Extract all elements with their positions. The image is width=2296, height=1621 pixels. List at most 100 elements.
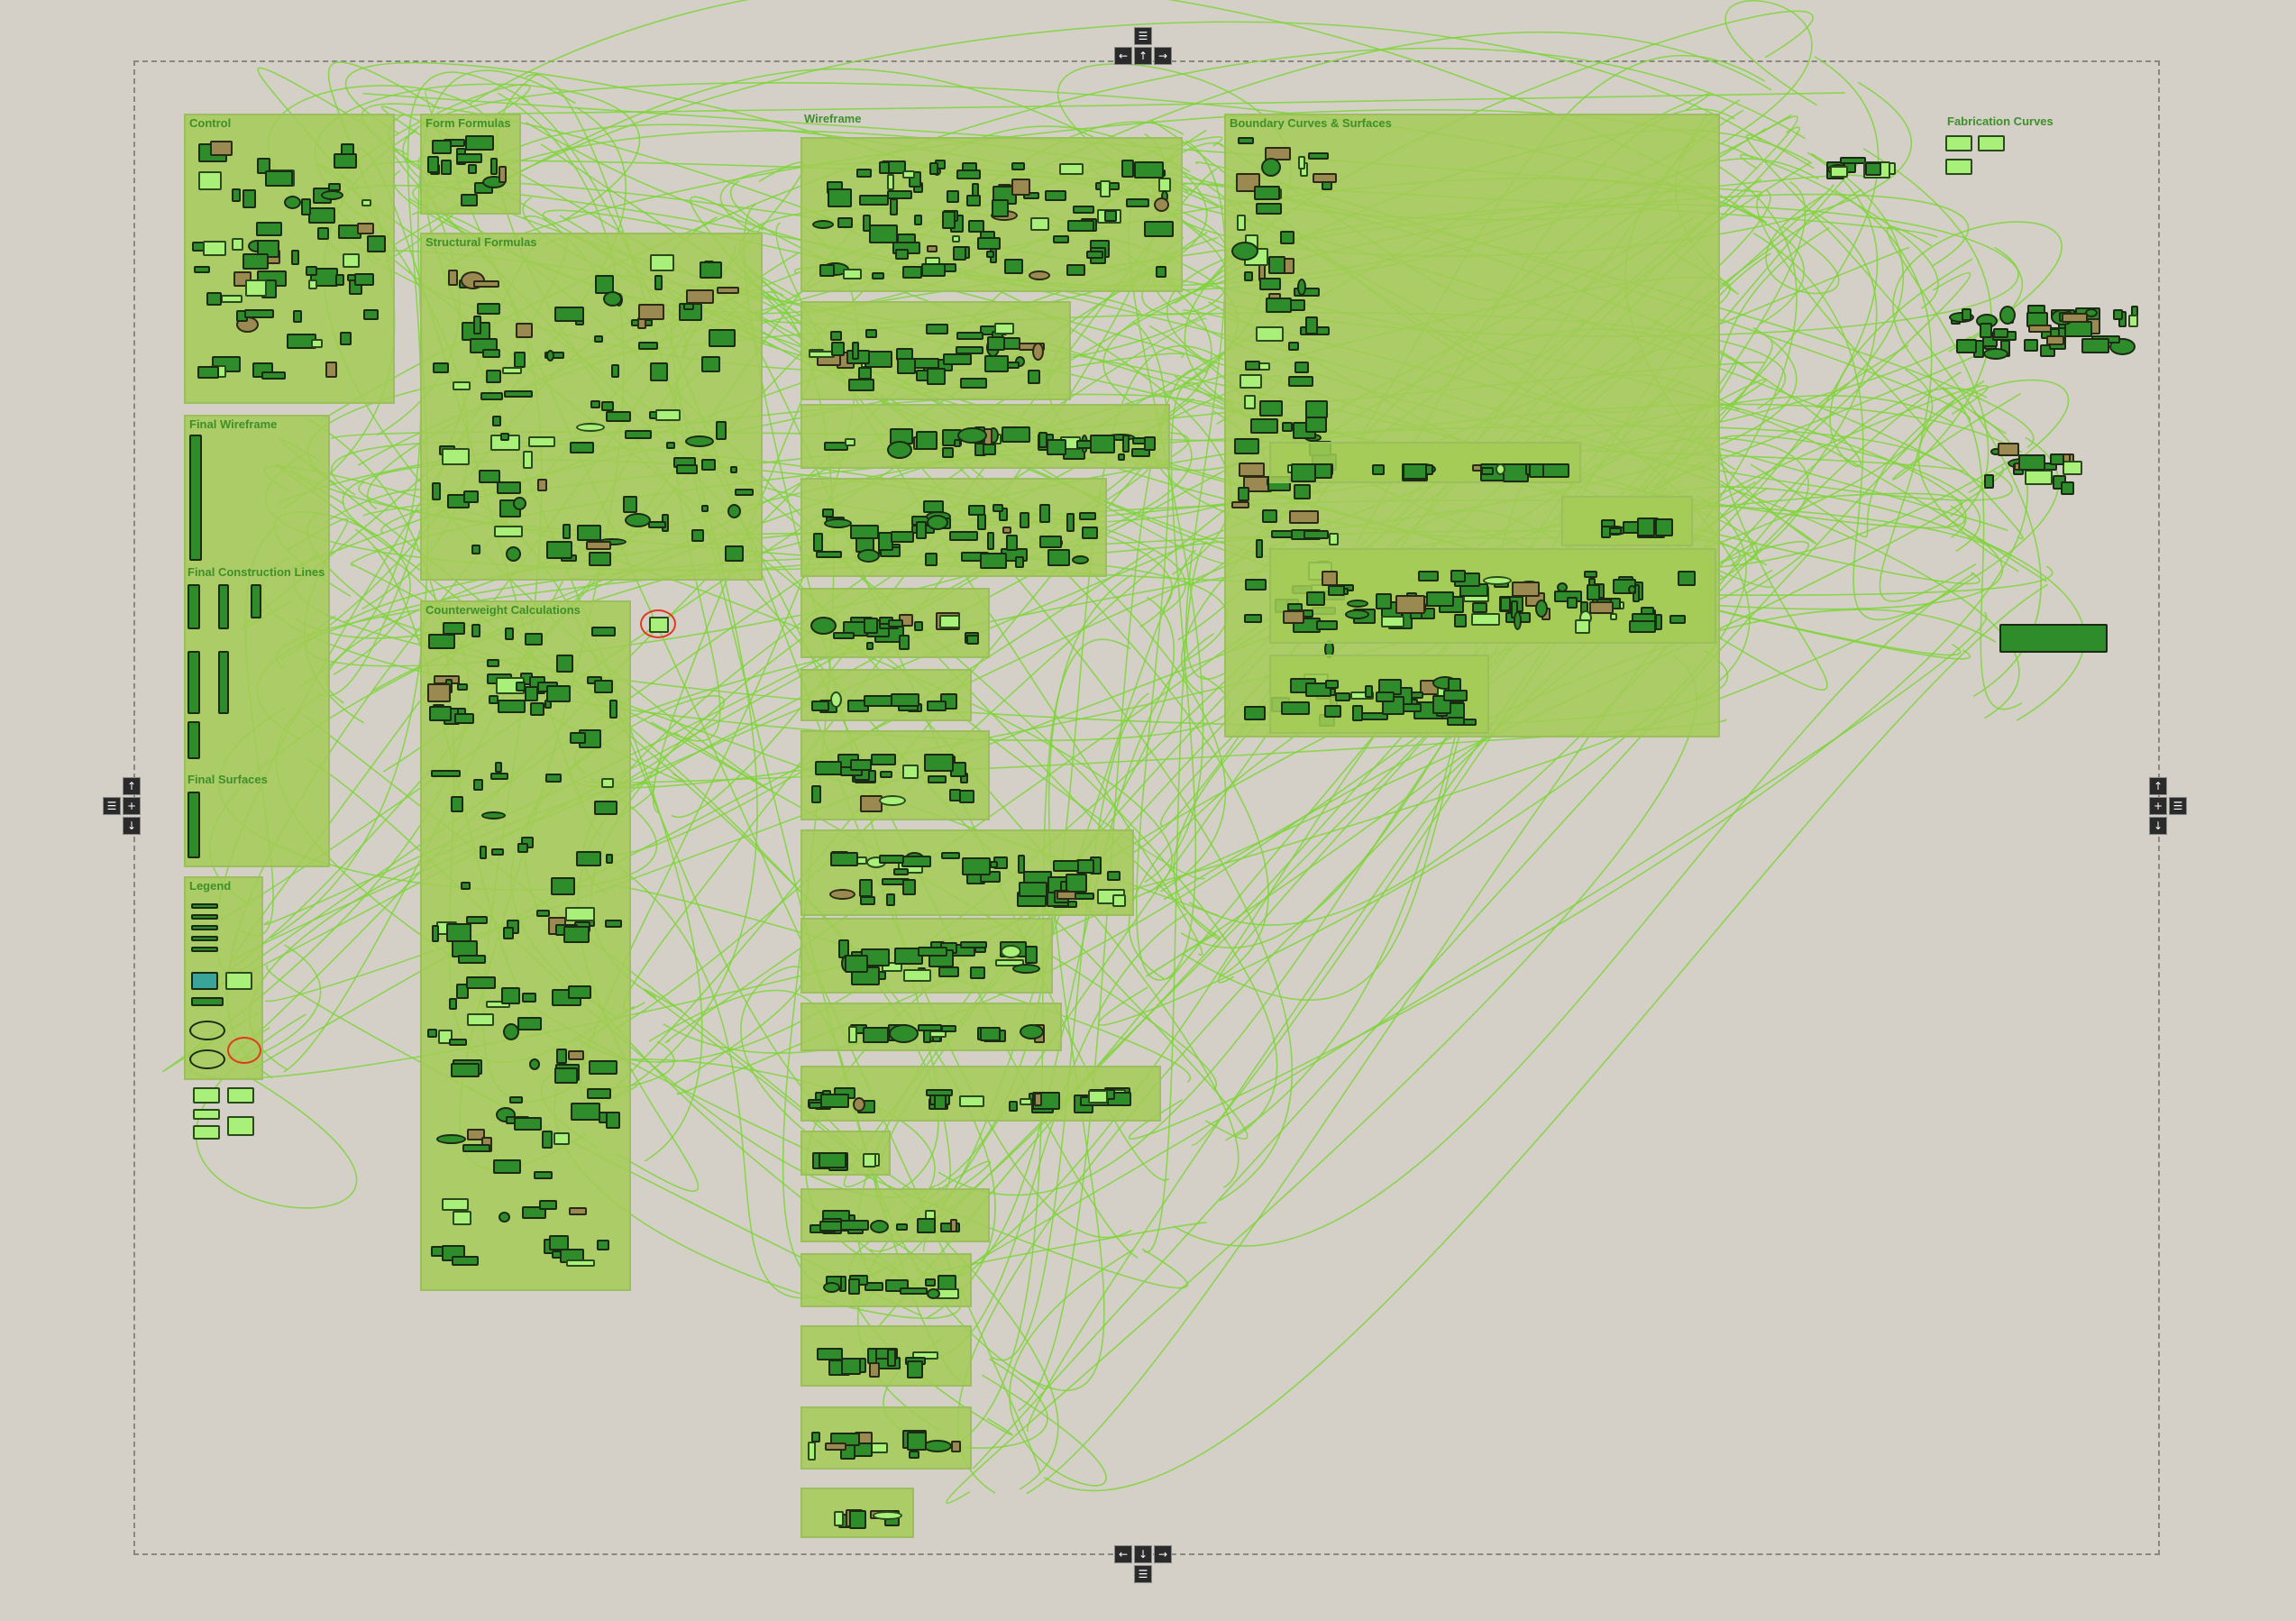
param-node[interactable] [251, 584, 261, 618]
component-node[interactable] [924, 754, 954, 772]
component-node[interactable] [1289, 510, 1319, 524]
component-node[interactable] [941, 1025, 956, 1032]
component-node[interactable] [902, 266, 922, 279]
component-node[interactable] [879, 161, 890, 174]
component-node[interactable] [1335, 692, 1350, 701]
component-node[interactable] [457, 683, 468, 691]
component-node[interactable] [197, 366, 219, 379]
component-node[interactable] [354, 273, 374, 286]
component-node[interactable] [481, 811, 506, 820]
component-node[interactable] [888, 619, 903, 627]
component-node[interactable] [1134, 161, 1164, 179]
component-node[interactable] [650, 362, 668, 381]
component-node[interactable] [1500, 597, 1511, 611]
component-node[interactable] [467, 1013, 494, 1026]
component-node[interactable] [987, 532, 994, 550]
boundary-subgroup[interactable] [1561, 496, 1693, 546]
component-node[interactable] [1305, 400, 1328, 418]
param-node[interactable] [189, 435, 202, 561]
component-node[interactable] [467, 1129, 485, 1140]
component-node[interactable] [942, 211, 956, 229]
component-node[interactable] [1557, 582, 1568, 592]
group-control[interactable]: Control [184, 114, 395, 404]
component-node[interactable] [1352, 705, 1363, 721]
component-node[interactable] [889, 1024, 919, 1043]
component-node[interactable] [525, 686, 538, 701]
component-node[interactable] [822, 508, 834, 517]
component-node[interactable] [709, 329, 736, 347]
component-node[interactable] [494, 526, 523, 537]
component-node[interactable] [1678, 571, 1696, 586]
component-node[interactable] [824, 518, 852, 528]
component-node[interactable] [568, 985, 591, 999]
component-node[interactable] [194, 266, 210, 273]
component-node[interactable] [872, 272, 884, 279]
component-node[interactable] [517, 1017, 542, 1030]
component-node[interactable] [1454, 614, 1467, 627]
component-node[interactable] [221, 295, 242, 303]
component-node[interactable] [603, 291, 622, 307]
component-node[interactable] [900, 1287, 928, 1295]
component-node[interactable] [1322, 571, 1338, 586]
component-node[interactable] [571, 1103, 600, 1121]
component-node[interactable] [1154, 197, 1169, 212]
component-node[interactable] [887, 174, 894, 190]
component-node[interactable] [522, 993, 536, 1003]
component-node[interactable] [848, 1026, 857, 1043]
component-node[interactable] [1313, 173, 1337, 183]
pan-up-icon[interactable]: ↑ [1134, 47, 1152, 65]
component-node[interactable] [845, 438, 855, 446]
component-node[interactable] [606, 411, 631, 422]
component-node[interactable] [1298, 156, 1305, 169]
component-node[interactable] [925, 1278, 936, 1287]
menu-icon[interactable]: ☰ [2169, 797, 2187, 815]
component-node[interactable] [1418, 571, 1439, 582]
component-node[interactable] [427, 156, 439, 173]
component-node[interactable] [1308, 152, 1329, 160]
wireframe-subgroup[interactable] [800, 1253, 972, 1307]
component-node[interactable] [1086, 251, 1103, 259]
group-final-wireframe[interactable]: Final Wireframe [184, 415, 330, 867]
group-counterweight-calculations[interactable]: Counterweight Calculations [420, 600, 631, 1291]
menu-icon[interactable]: ☰ [103, 797, 121, 815]
component-node[interactable] [858, 367, 872, 380]
component-node[interactable] [959, 790, 974, 803]
component-node[interactable] [987, 336, 1005, 351]
component-node[interactable] [340, 332, 352, 345]
component-node[interactable] [1100, 180, 1111, 197]
component-node[interactable] [1254, 186, 1280, 200]
component-node[interactable] [1239, 462, 1265, 477]
component-node[interactable] [666, 442, 675, 449]
group-final-surfaces[interactable]: Final Surfaces [184, 772, 330, 862]
component-node[interactable] [848, 379, 874, 391]
component-node[interactable] [921, 263, 946, 277]
component-node[interactable] [1447, 717, 1465, 726]
component-node[interactable] [866, 642, 874, 650]
component-node[interactable] [1324, 705, 1341, 718]
component-node[interactable] [923, 500, 944, 513]
component-node[interactable] [1329, 533, 1339, 545]
component-node[interactable] [1962, 308, 1971, 321]
component-node[interactable] [845, 955, 868, 973]
component-node[interactable] [446, 923, 471, 942]
component-node[interactable] [869, 1362, 880, 1378]
component-node[interactable] [1372, 464, 1385, 475]
component-node[interactable] [1059, 163, 1084, 175]
component-node[interactable] [829, 889, 855, 900]
component-node[interactable] [852, 342, 859, 360]
component-node[interactable] [1020, 512, 1029, 528]
pan-left-icon[interactable]: ← [1114, 47, 1132, 65]
component-node[interactable] [432, 140, 452, 154]
component-node[interactable] [825, 1442, 846, 1451]
component-node[interactable] [1567, 597, 1578, 609]
panel-node[interactable] [227, 1087, 254, 1104]
component-node[interactable] [1020, 1098, 1032, 1105]
component-node[interactable] [232, 238, 243, 251]
component-node[interactable] [1107, 871, 1121, 881]
component-node[interactable] [1019, 343, 1045, 351]
component-node[interactable] [451, 1063, 480, 1077]
component-node[interactable] [1376, 691, 1395, 702]
param-node[interactable] [188, 651, 200, 714]
pan-right-icon[interactable]: → [1154, 47, 1172, 65]
component-node[interactable] [480, 846, 487, 859]
